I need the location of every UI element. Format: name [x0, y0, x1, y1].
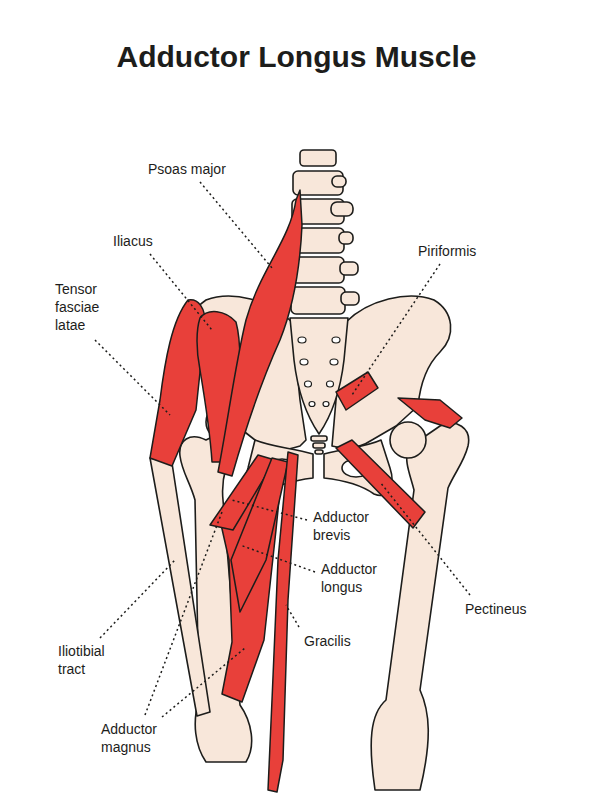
ilium	[332, 296, 451, 448]
coccyx	[315, 450, 323, 454]
coccyx	[313, 443, 325, 448]
leader-line	[352, 264, 440, 395]
part-label: Tensor fasciae latae	[55, 280, 117, 334]
femoral-head	[390, 422, 426, 458]
transverse-process	[340, 262, 358, 275]
transverse-process	[341, 292, 359, 305]
part-label: Psoas major	[148, 160, 226, 178]
part-label: Adductor magnus	[101, 720, 175, 756]
leader-line	[232, 500, 307, 520]
transverse-process	[331, 202, 353, 216]
leader-line	[200, 182, 272, 268]
tensor-fasciae-latae	[150, 300, 205, 466]
vertebra	[300, 150, 336, 166]
transverse-process	[339, 232, 353, 244]
leader-line	[100, 560, 175, 638]
leader-line	[380, 482, 470, 595]
leader-line	[286, 605, 299, 627]
sacrum	[290, 318, 348, 434]
piriformis	[336, 372, 378, 410]
vertebra	[291, 287, 345, 314]
leader-line	[145, 512, 222, 715]
part-label: Adductor longus	[321, 560, 395, 596]
part-label: Adductor brevis	[313, 508, 387, 544]
leader-line	[162, 648, 245, 717]
leader-line	[240, 545, 315, 572]
leader-line	[95, 340, 170, 415]
transverse-process	[332, 176, 346, 187]
part-label: Piriformis	[418, 242, 476, 260]
part-label: Pectineus	[465, 600, 526, 618]
part-label: Gracilis	[304, 632, 351, 650]
gracilis	[268, 452, 298, 792]
diagram-title: Adductor Longus Muscle	[0, 40, 593, 74]
part-label: Iliacus	[113, 232, 153, 250]
leader-line	[150, 254, 212, 330]
coccyx	[311, 436, 327, 441]
gluteal-muscle	[398, 398, 462, 428]
psoas-major	[218, 190, 302, 476]
part-label: Iliotibial tract	[58, 642, 132, 678]
